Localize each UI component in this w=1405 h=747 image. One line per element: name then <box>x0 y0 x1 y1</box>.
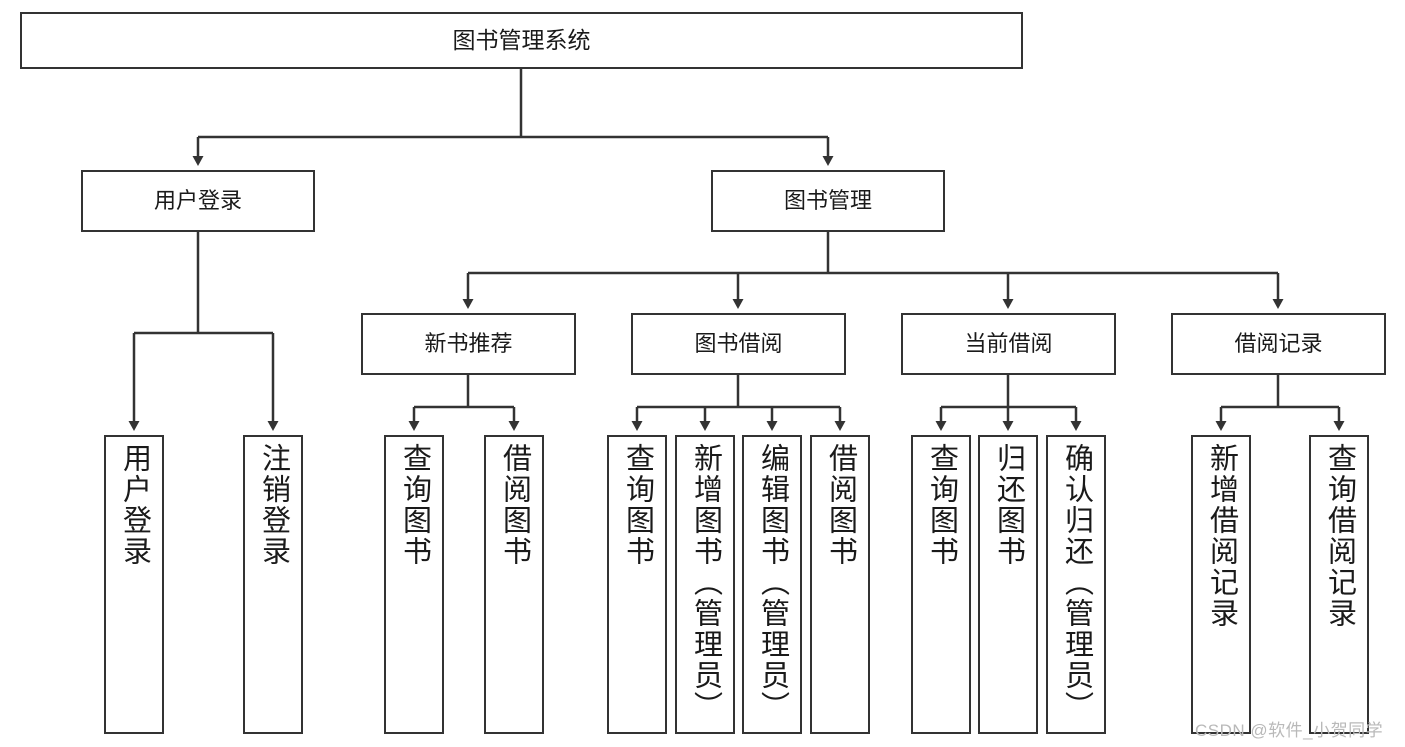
node-label: 借阅图书 <box>824 443 857 567</box>
leaf-current-return-book[interactable]: 归还图书 <box>978 435 1038 734</box>
node-borrow-record[interactable]: 借阅记录 <box>1171 313 1386 375</box>
leaf-new-book-query[interactable]: 查询图书 <box>384 435 444 734</box>
node-label: 归还图书 <box>992 443 1025 567</box>
leaf-borrow-borrow-book[interactable]: 借阅图书 <box>810 435 870 734</box>
watermark-text: CSDN @软件_小贺同学 <box>1195 721 1384 740</box>
leaf-new-book-borrow[interactable]: 借阅图书 <box>484 435 544 734</box>
node-label: 查询图书 <box>398 443 431 567</box>
node-label: 用户登录 <box>118 443 151 567</box>
node-label: 新书推荐 <box>424 331 513 357</box>
node-book-management[interactable]: 图书管理 <box>711 170 945 232</box>
node-current-borrow[interactable]: 当前借阅 <box>901 313 1116 375</box>
node-label: 当前借阅 <box>964 331 1053 357</box>
node-label: 图书借阅 <box>694 331 783 357</box>
node-label: 新增图书（管理员） <box>689 443 722 722</box>
leaf-record-add-record[interactable]: 新增借阅记录 <box>1191 435 1251 734</box>
node-label: 借阅图书 <box>498 443 531 567</box>
leaf-user-login-login[interactable]: 用户登录 <box>104 435 164 734</box>
node-label: 借阅记录 <box>1234 331 1323 357</box>
node-label: 新增借阅记录 <box>1205 443 1238 629</box>
leaf-user-login-logout[interactable]: 注销登录 <box>243 435 303 734</box>
node-user-login[interactable]: 用户登录 <box>81 170 315 232</box>
node-label: 用户登录 <box>153 188 242 214</box>
leaf-current-confirm-return-admin[interactable]: 确认归还（管理员） <box>1046 435 1106 734</box>
leaf-borrow-add-book-admin[interactable]: 新增图书（管理员） <box>675 435 735 734</box>
node-label: 查询借阅记录 <box>1323 443 1356 629</box>
node-root-system[interactable]: 图书管理系统 <box>20 12 1023 69</box>
node-book-borrow[interactable]: 图书借阅 <box>631 313 846 375</box>
node-label: 注销登录 <box>257 443 290 567</box>
leaf-record-query-record[interactable]: 查询借阅记录 <box>1309 435 1369 734</box>
node-label: 确认归还（管理员） <box>1060 443 1093 722</box>
node-label: 编辑图书（管理员） <box>756 443 789 722</box>
leaf-borrow-query-book[interactable]: 查询图书 <box>607 435 667 734</box>
node-label: 查询图书 <box>925 443 958 567</box>
leaf-borrow-edit-book-admin[interactable]: 编辑图书（管理员） <box>742 435 802 734</box>
node-label: 查询图书 <box>621 443 654 567</box>
node-label: 图书管理系统 <box>452 27 591 54</box>
leaf-current-query-book[interactable]: 查询图书 <box>911 435 971 734</box>
node-label: 图书管理 <box>783 188 872 214</box>
node-new-book-recommendation[interactable]: 新书推荐 <box>361 313 576 375</box>
